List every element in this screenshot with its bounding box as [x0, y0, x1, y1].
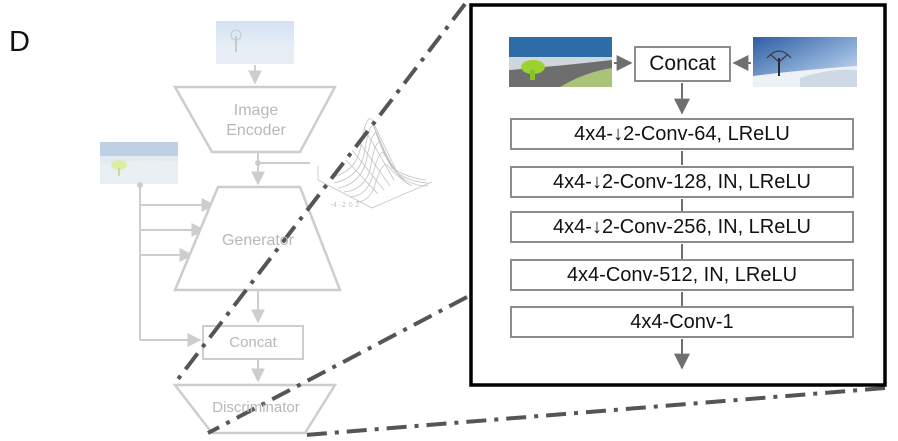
faded-image-encoder-shape	[172, 85, 338, 154]
layer-conv-256: 4x4-↓2-Conv-256, IN, LReLU	[510, 211, 854, 243]
zoom-guide-lines	[173, 2, 886, 437]
layer-conv-64: 4x4-↓2-Conv-64, LReLU	[510, 118, 854, 150]
faded-concat-box	[202, 325, 304, 360]
faded-layout-photo	[100, 142, 178, 184]
faded-pipeline: -4 -2 0 2	[100, 21, 433, 435]
faded-image-encoder-label: Image Encoder	[200, 101, 312, 141]
faded-input-photo	[216, 21, 294, 64]
faded-generator-shape	[173, 185, 342, 292]
semantic-layout-image	[509, 37, 612, 87]
svg-text:-4 -2 0 2: -4 -2 0 2	[330, 201, 360, 209]
panel-label: D	[9, 26, 30, 58]
faded-discriminator-shape	[172, 383, 338, 435]
layer-conv-1: 4x4-Conv-1	[510, 306, 854, 338]
faded-image-encoder-line2: Encoder	[226, 122, 286, 139]
faded-concat-label: Concat	[229, 334, 277, 351]
faded-image-encoder-line1: Image	[233, 102, 279, 119]
faded-generator-label: Generator	[221, 232, 295, 249]
layer-conv-128: 4x4-↓2-Conv-128, IN, LReLU	[510, 166, 854, 198]
concat-box: Concat	[634, 46, 731, 82]
faded-discriminator-label: Discriminator	[212, 399, 300, 416]
faded-gaussian-surface: -4 -2 0 2	[317, 118, 433, 209]
layer-conv-512: 4x4-Conv-512, IN, LReLU	[510, 259, 854, 291]
style-reference-image	[753, 37, 857, 87]
